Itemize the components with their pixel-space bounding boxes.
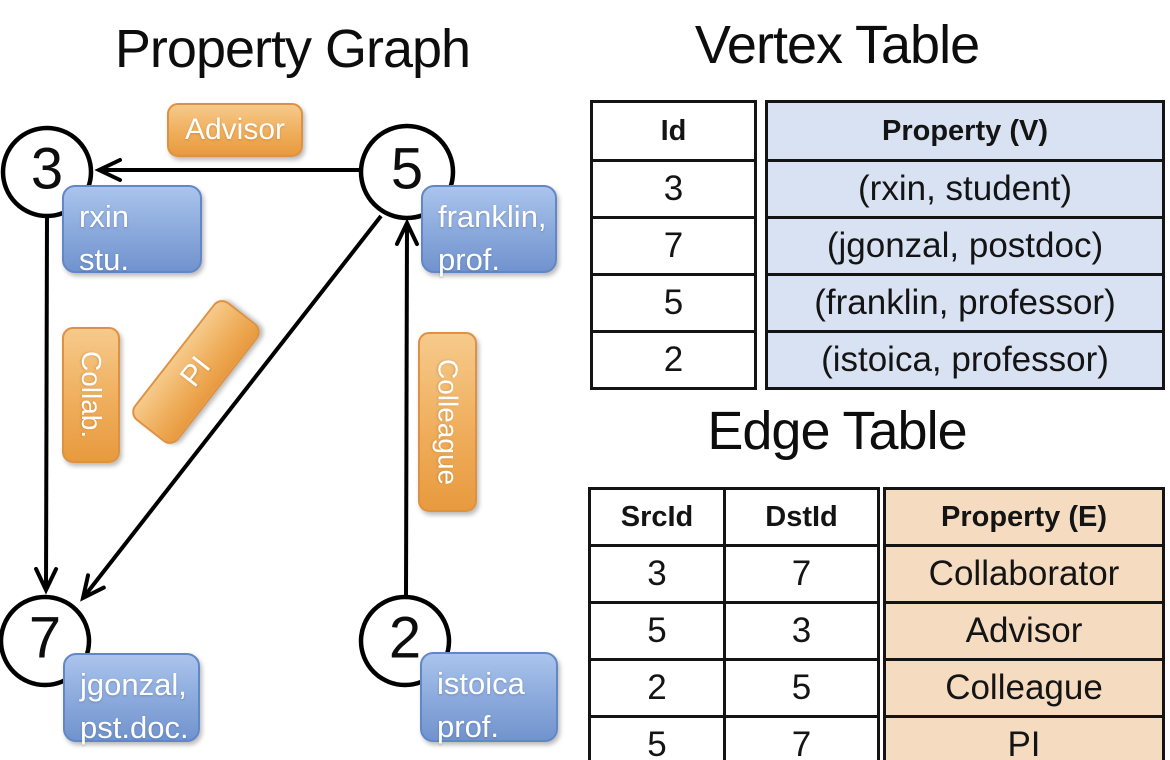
edge-table-header-srcid: SrcId	[588, 487, 726, 547]
node-label-7: 7	[28, 605, 62, 671]
edge-label-advisor: Advisor	[167, 103, 303, 157]
vertex-table-cell-id: 2	[590, 330, 757, 390]
edge-label-advisor-text: Advisor	[184, 113, 286, 146]
vertex-box-franklin-line2: prof.	[438, 242, 501, 277]
edge-table-header-property: Property (E)	[883, 487, 1165, 547]
vertex-box-franklin-line1: franklin,	[438, 199, 547, 234]
edge-table-cell-src: 2	[588, 658, 726, 718]
edge-table-cell-dst: 7	[723, 544, 880, 604]
vertex-table-cell-id: 5	[590, 273, 757, 333]
property-graph-title: Property Graph	[114, 19, 471, 79]
edge-table-cell-dst: 3	[723, 601, 880, 661]
edge-table-cell-src: 5	[588, 601, 726, 661]
vertex-table-cell-id: 3	[590, 159, 757, 219]
edge-label-colleague-text: Colleague	[432, 358, 464, 486]
vertex-box-istoica-line2: prof.	[437, 709, 500, 744]
edge-table-cell-src: 5	[588, 715, 726, 760]
edge-table-cell-property: Advisor	[883, 601, 1165, 661]
edge-table-cell-property: Collaborator	[883, 544, 1165, 604]
edge-label-colleague: Colleague	[418, 332, 477, 512]
edge-table-id-columns: SrcId DstId 3 7 5 3 2 5 5 7	[588, 487, 880, 760]
vertex-box-istoica-line1: istoica	[437, 666, 525, 701]
vertex-table-cell-property: (istoica, professor)	[765, 330, 1165, 390]
edge-table-cell-property: Colleague	[883, 658, 1165, 718]
vertex-box-jgonzal-line2: pst.doc.	[80, 710, 189, 745]
node-label-2: 2	[388, 605, 422, 671]
edge-table-cell-property: PI	[883, 715, 1165, 760]
vertex-box-rxin-line2: stu.	[79, 242, 129, 277]
vertex-table-title: Vertex Table	[694, 15, 980, 75]
edge-label-collab: Collab.	[62, 327, 120, 463]
vertex-table-cell-property: (jgonzal, postdoc)	[765, 216, 1165, 276]
edge-table-cell-dst: 5	[723, 658, 880, 718]
vertex-table-header-property: Property (V)	[765, 100, 1165, 162]
edge-table-title: Edge Table	[707, 401, 967, 461]
edge-2-to-5-colleague	[394, 218, 419, 598]
edge-3-to-7-collab	[34, 215, 59, 595]
vertex-table-cell-property: (franklin, professor)	[765, 273, 1165, 333]
vertex-box-franklin: franklin, prof.	[421, 185, 557, 277]
node-label-3: 3	[30, 136, 64, 202]
vertex-table-cell-id: 7	[590, 216, 757, 276]
vertex-table-header-id: Id	[590, 100, 757, 162]
edge-table-cell-dst: 7	[723, 715, 880, 760]
vertex-box-rxin-line1: rxin	[79, 199, 129, 234]
node-label-5: 5	[390, 136, 424, 202]
vertex-table-cell-property: (rxin, student)	[765, 159, 1165, 219]
vertex-table-property-column: Property (V) (rxin, student) (jgonzal, p…	[765, 100, 1165, 390]
vertex-box-jgonzal: jgonzal, pst.doc.	[63, 653, 200, 745]
edge-table-cell-src: 3	[588, 544, 726, 604]
edge-table-header-dstid: DstId	[723, 487, 880, 547]
edge-5-to-7-pi	[80, 214, 383, 602]
edge-label-collab-text: Collab.	[76, 351, 107, 439]
vertex-box-jgonzal-line1: jgonzal,	[80, 667, 187, 702]
vertex-table-id-column: Id 3 7 5 2	[590, 100, 757, 390]
edge-table-property-column: Property (E) Collaborator Advisor Collea…	[883, 487, 1165, 760]
edge-label-pi-text: PI	[173, 350, 218, 394]
vertex-box-istoica: istoica prof.	[420, 652, 558, 744]
vertex-box-rxin: rxin stu.	[62, 185, 202, 277]
